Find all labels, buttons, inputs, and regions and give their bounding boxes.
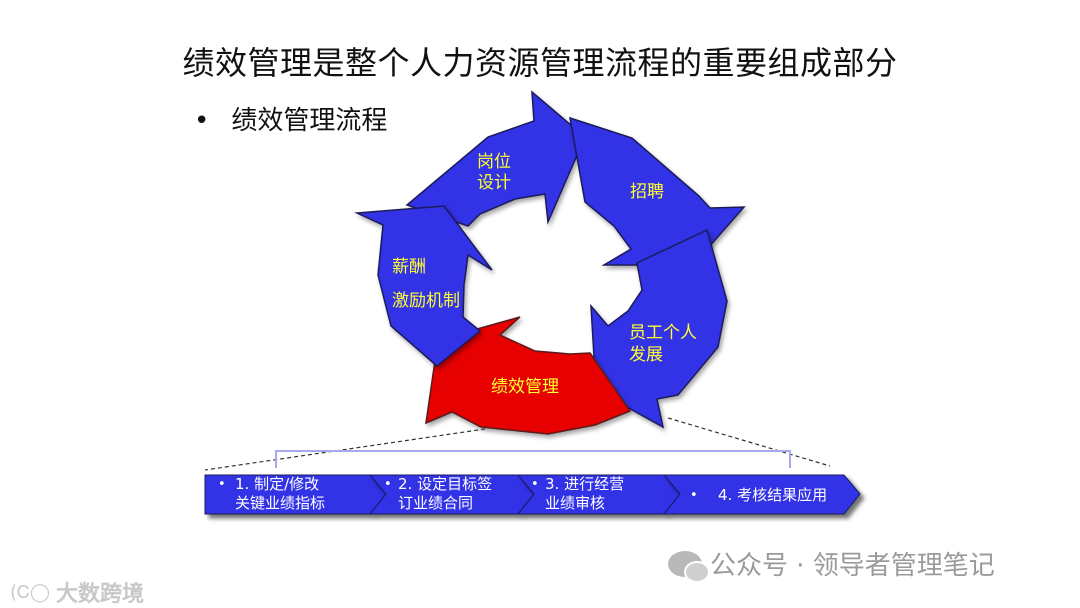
- process-step-1-label: 1. 制定/修改 关键业绩指标: [235, 475, 325, 512]
- cycle-label-development-line2: 发展: [629, 345, 663, 365]
- cycle-label-development: 员工个人 发展: [629, 323, 702, 365]
- process-step-3-line2: 业绩审核: [545, 494, 605, 512]
- bottom-logo: (Ꮯ◯ 大数跨境: [10, 576, 144, 608]
- process-step-4-label: 4. 考核结果应用: [718, 486, 827, 504]
- cycle-arrow-job-design: [405, 90, 586, 227]
- cycle-label-performance-line1: 绩效管理: [491, 377, 559, 397]
- cycle-label-job-design: 岗位 设计: [477, 152, 516, 193]
- cycle-label-compensation-line2: 激励机制: [392, 291, 460, 311]
- cycle-label-performance: 绩效管理: [491, 377, 559, 397]
- process-step-2-label: 2. 设定目标签 订业绩合同: [398, 475, 497, 512]
- bottom-logo-text: 大数跨境: [55, 582, 144, 607]
- process-step-3-label: 3. 进行经营 业绩审核: [545, 475, 629, 512]
- process-step-2-line2: 订业绩合同: [398, 494, 473, 512]
- watermark-text: 公众号 · 领导者管理笔记: [710, 551, 995, 581]
- cycle-label-compensation-line1: 薪酬: [392, 257, 426, 277]
- bullet-dot: •: [194, 106, 210, 136]
- callout-line-right: [667, 417, 831, 467]
- process-step-1-bullet: •: [218, 477, 226, 492]
- feedback-bracket: [275, 450, 791, 468]
- process-step-4-line1: 4. 考核结果应用: [718, 486, 827, 504]
- process-step-2-bullet: •: [384, 477, 392, 492]
- bullet-text: 绩效管理流程: [231, 106, 388, 136]
- cycle-label-compensation: 薪酬 激励机制: [392, 257, 460, 311]
- process-step-1-line1: 1. 制定/修改: [235, 475, 319, 493]
- callout-line-left: [204, 428, 486, 471]
- process-step-4: [662, 474, 861, 515]
- cycle-arrow-compensation: [354, 205, 493, 367]
- process-step-4-bullet: •: [690, 488, 698, 503]
- process-step-2-line1: 2. 设定目标签: [398, 475, 492, 493]
- cycle-label-recruitment-line1: 招聘: [630, 182, 664, 202]
- bullet-item: • 绩效管理流程: [194, 100, 387, 137]
- slide-title: 绩效管理是整个人力资源管理流程的重要组成部分: [182, 44, 898, 82]
- cycle-label-job-design-line2: 设计: [477, 173, 511, 193]
- cycle-label-development-line1: 员工个人: [629, 323, 697, 343]
- wechat-icon: [668, 550, 710, 583]
- cycle-label-job-design-line1: 岗位: [477, 152, 511, 172]
- process-step-1-line2: 关键业绩指标: [235, 494, 325, 512]
- cycle-label-recruitment: 招聘: [630, 182, 664, 202]
- watermark: 公众号 · 领导者管理笔记: [668, 545, 995, 583]
- process-step-3-bullet: •: [531, 477, 539, 492]
- logo-mark-icon: (Ꮯ◯: [10, 581, 50, 603]
- process-step-3-line1: 3. 进行经营: [545, 475, 624, 493]
